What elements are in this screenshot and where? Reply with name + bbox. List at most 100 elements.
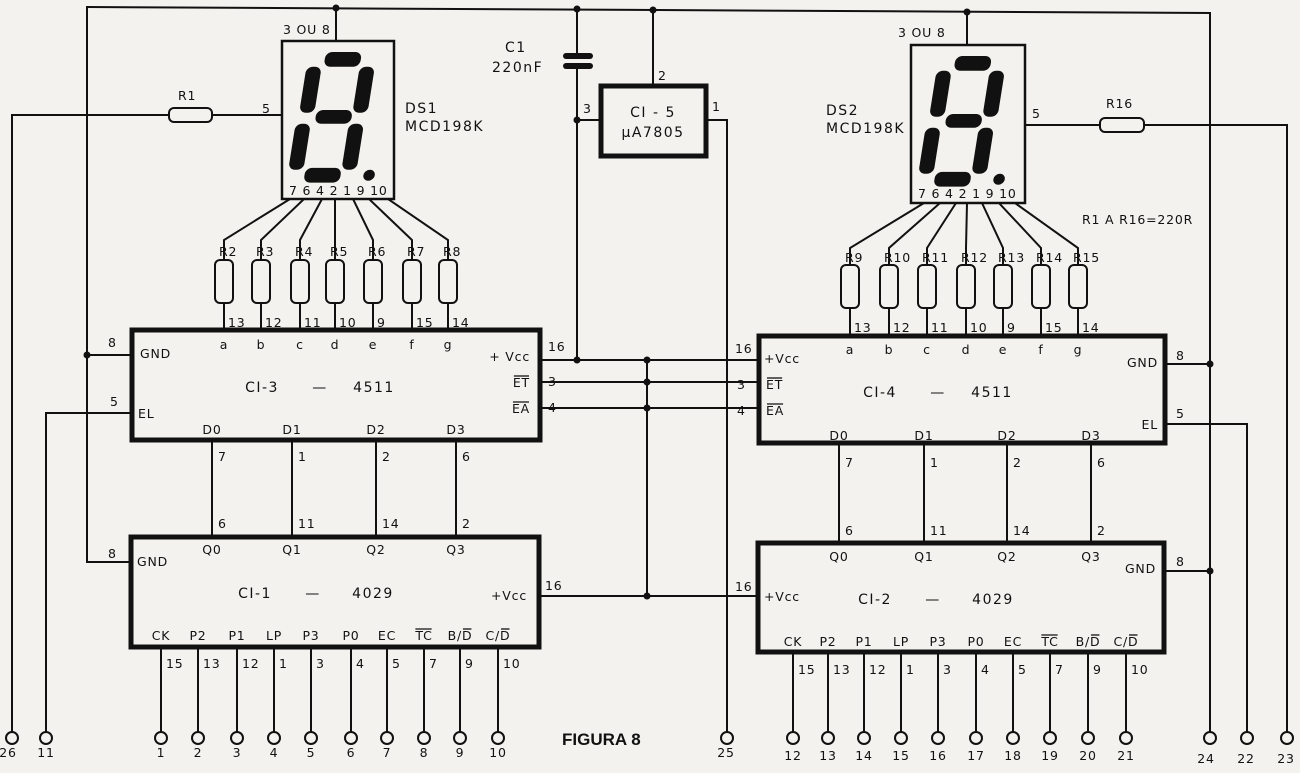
bcd-input-label: D3: [1081, 428, 1100, 443]
pin-number: 10: [1131, 662, 1149, 677]
ea-label: EA: [512, 401, 530, 416]
pin-number: 7: [218, 449, 227, 464]
terminal[interactable]: [1006, 731, 1020, 745]
terminal[interactable]: [5, 731, 19, 745]
terminal[interactable]: [453, 731, 467, 745]
pin-number: 13: [228, 315, 246, 330]
resistor-label: R9: [845, 250, 863, 265]
junction-dot: [643, 378, 651, 386]
pin-number: 4: [737, 403, 746, 418]
terminal[interactable]: [1043, 731, 1057, 745]
terminal[interactable]: [969, 731, 983, 745]
segment-output-label: g: [1074, 342, 1083, 357]
terminal-label: 12: [784, 748, 802, 763]
counter-output-label: Q3: [446, 542, 465, 557]
ic-part: 4511: [353, 380, 395, 396]
terminal[interactable]: [230, 731, 244, 745]
pin-number: 1: [906, 662, 915, 677]
pin-number: 2: [1097, 523, 1106, 538]
counter-input-label: B/D: [448, 628, 473, 643]
segment: [289, 123, 310, 170]
ds1-ref: DS1: [405, 101, 438, 117]
pin-number: 4: [548, 400, 557, 415]
junction-dot: [573, 356, 581, 364]
terminal[interactable]: [1280, 731, 1294, 745]
segment: [983, 70, 1004, 117]
c1-value: 220nF: [492, 60, 543, 76]
segment-output-label: b: [257, 337, 266, 352]
ic-dash: —: [305, 586, 321, 602]
junction-dot: [649, 6, 657, 14]
terminal[interactable]: [380, 731, 394, 745]
pin-number: 16: [545, 578, 563, 593]
ic-part: 4029: [972, 592, 1014, 608]
counter-input-label: EC: [378, 628, 396, 643]
segment-lead: [965, 201, 969, 266]
segment: [304, 167, 341, 183]
seven-segment-digit: [289, 52, 375, 183]
junction-dot: [332, 4, 340, 12]
segment-resistor: [993, 264, 1013, 309]
pin-number: 14: [452, 315, 470, 330]
segment-output-label: f: [1038, 342, 1043, 357]
terminal[interactable]: [931, 731, 945, 745]
c1-label: C1: [505, 40, 527, 56]
pin-number: 5: [1018, 662, 1027, 677]
pin-number: 1: [279, 656, 288, 671]
ds1-common-pin-label: 3 OU 8: [283, 22, 331, 37]
terminal[interactable]: [720, 731, 734, 745]
terminal[interactable]: [154, 731, 168, 745]
terminal[interactable]: [894, 731, 908, 745]
terminal[interactable]: [267, 731, 281, 745]
segment: [930, 70, 951, 117]
terminal[interactable]: [1081, 731, 1095, 745]
pin-number: 13: [203, 656, 221, 671]
ds1-pin-row: 7 6 4 2 1 9 10: [289, 183, 388, 198]
resistor-label: R8: [443, 244, 461, 259]
terminal[interactable]: [417, 731, 431, 745]
segment: [934, 171, 971, 187]
resistor-label: R7: [407, 244, 425, 259]
segment-lead: [386, 197, 449, 261]
bcd-input-label: D0: [202, 422, 221, 437]
decimal-point: [363, 169, 375, 181]
resistor-label: R5: [330, 244, 348, 259]
segment-resistor: [290, 259, 310, 304]
pin-number: 7: [1055, 662, 1064, 677]
counter-ci2: [755, 540, 1167, 655]
counter-input-label: EC: [1004, 634, 1022, 649]
terminal[interactable]: [1119, 731, 1133, 745]
segment-resistor: [438, 259, 458, 304]
r16-label: R16: [1106, 96, 1133, 111]
gnd-label: GND: [1127, 355, 1158, 370]
terminal[interactable]: [39, 731, 53, 745]
segment-resistor: [363, 259, 383, 304]
pin-number: 15: [1045, 320, 1063, 335]
pin-number: 14: [382, 516, 400, 531]
decoder-ci4: [756, 333, 1168, 446]
pin-number: 8: [108, 335, 117, 350]
terminal[interactable]: [786, 731, 800, 745]
terminal[interactable]: [857, 731, 871, 745]
terminal[interactable]: [491, 731, 505, 745]
terminal[interactable]: [191, 731, 205, 745]
terminal[interactable]: [344, 731, 358, 745]
terminal[interactable]: [1240, 731, 1254, 745]
pin-number: 13: [854, 320, 872, 335]
terminal-label: 17: [967, 748, 985, 763]
counter-input-label: P0: [342, 628, 359, 643]
segment: [300, 66, 321, 113]
r1-left-lead: [11, 114, 170, 733]
terminal[interactable]: [821, 731, 835, 745]
segment-output-label: a: [220, 337, 228, 352]
ci5-part: µA7805: [621, 125, 684, 141]
segment-lead: [849, 201, 926, 266]
pin-number: 16: [548, 339, 566, 354]
resistor-label: R10: [884, 250, 911, 265]
ground-rail-top: [85, 5, 1212, 15]
counter-input-label: P0: [967, 634, 984, 649]
terminal[interactable]: [1203, 731, 1217, 745]
terminal[interactable]: [304, 731, 318, 745]
gnd-label: GND: [137, 554, 168, 569]
